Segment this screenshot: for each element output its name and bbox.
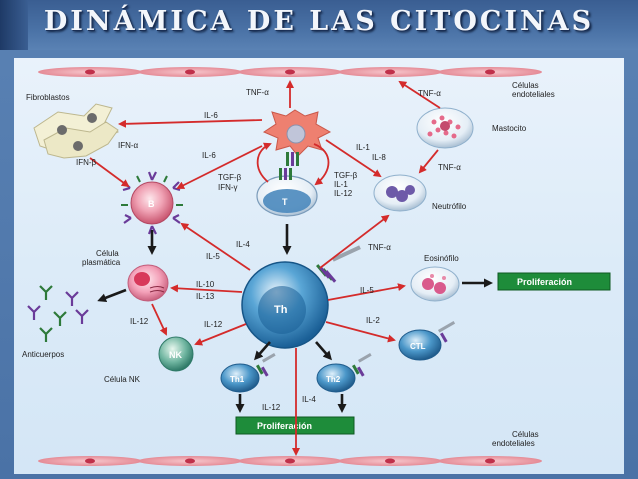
- t-cell: [256, 168, 318, 217]
- label-il6-top: IL-6: [204, 111, 218, 120]
- label-celulas-endo-bottom-2: endoteliales: [492, 439, 535, 448]
- arrow-th-th2: [315, 341, 332, 361]
- title-ribbon: [0, 0, 28, 50]
- arrow-il10-plasma: [170, 284, 243, 293]
- label-tgf-b-left: TGF-β: [218, 173, 242, 182]
- label-il6-b: IL-6: [202, 151, 216, 160]
- label-neutrofilo: Neutrófilo: [432, 202, 467, 211]
- proliferation-box-right: [497, 272, 611, 291]
- t-cell-label: T: [282, 197, 288, 207]
- th1-cell: [220, 353, 276, 393]
- antibodies: [27, 285, 89, 342]
- label-il5-b: IL-5: [206, 252, 220, 261]
- b-cell: [121, 171, 183, 235]
- arrow-tnf-neutrophil: [319, 214, 390, 269]
- label-il12-bottom: IL-12: [262, 403, 281, 412]
- page-title: DINÁMICA DE LAS CITOCINAS: [43, 6, 595, 37]
- label-fibroblastos: Fibroblastos: [26, 93, 70, 102]
- label-il12-nk: IL-12: [130, 317, 149, 326]
- plasma-cell: [127, 264, 169, 302]
- th-cell-label: Th: [274, 304, 288, 316]
- arrow-il4-b: [180, 222, 251, 271]
- arrow-plasma-antibodies: [97, 288, 127, 303]
- ctl-cell: [398, 321, 456, 361]
- fibroblasts-cells: [33, 103, 120, 159]
- label-il10: IL-10: [196, 280, 215, 289]
- title-bar: DINÁMICA DE LAS CITOCINAS: [0, 0, 638, 50]
- arrow-t-macrophage: [256, 142, 272, 183]
- endothelial-row-bottom: [38, 456, 542, 466]
- arrow-il6-b: [176, 145, 263, 189]
- label-celula-plasmatica-1: Célula: [96, 249, 119, 258]
- proliferation-right-label: Proliferación: [517, 277, 572, 287]
- label-il4-bottom: IL-4: [302, 395, 316, 404]
- ctl-cell-label: CTL: [410, 342, 426, 351]
- label-il1-right: IL-1: [334, 180, 348, 189]
- label-celula-nk: Célula NK: [104, 375, 141, 384]
- label-ifn-b: IFN-β: [76, 158, 97, 167]
- label-celulas-endo-top-2: endoteliales: [512, 90, 555, 99]
- nk-cell-label: NK: [169, 350, 182, 360]
- arrow-il2-ctl: [325, 321, 396, 343]
- label-il12-th: IL-12: [204, 320, 223, 329]
- label-anticuerpos: Anticuerpos: [22, 350, 64, 359]
- label-ifn-a: IFN-α: [118, 141, 139, 150]
- label-mastocito: Mastocito: [492, 124, 527, 133]
- label-tnf-top: TNF-α: [246, 88, 269, 97]
- arrow-macrophage-t: [313, 143, 330, 186]
- label-ifn-g: IFN-γ: [218, 183, 238, 192]
- arrow-mastocyte-neutrophil: [418, 149, 439, 174]
- label-tnf-neut: TNF-α: [438, 163, 461, 172]
- label-tnf-mast: TNF-α: [418, 89, 441, 98]
- th2-cell: [316, 353, 372, 393]
- label-il13: IL-13: [196, 292, 215, 301]
- red-arrows: [89, 80, 441, 456]
- arrow-il1-neutrophil: [325, 139, 382, 178]
- arrow-plasma-nk: [151, 303, 168, 336]
- label-celulas-endo-bottom-1: Células: [512, 430, 539, 439]
- th-cell: [241, 245, 361, 349]
- proliferation-box-bottom: [235, 416, 355, 435]
- arrow-fibroblast-b: [89, 157, 130, 188]
- label-tnf-eos: TNF-α: [368, 243, 391, 252]
- arrow-il12-nk: [194, 323, 247, 346]
- arrow-il6-fibroblasts: [118, 119, 263, 128]
- label-il5-eos: IL-5: [360, 286, 374, 295]
- endothelial-row-top: [38, 67, 542, 77]
- label-celula-plasmatica-2: plasmática: [82, 258, 121, 267]
- proliferation-bottom-label: Proliferación: [257, 421, 312, 431]
- neutrophil-cell: [373, 174, 427, 212]
- label-il4: IL-4: [236, 240, 250, 249]
- label-eosinofilo: Eosinófilo: [424, 254, 459, 263]
- label-tgf-b-right: TGF-β: [334, 171, 358, 180]
- label-il12-right: IL-12: [334, 189, 353, 198]
- th1-cell-label: Th1: [230, 375, 245, 384]
- label-il8: IL-8: [372, 153, 386, 162]
- nk-cell: [158, 336, 194, 372]
- label-celulas-endo-top-1: Células: [512, 81, 539, 90]
- th2-cell-label: Th2: [326, 375, 341, 384]
- arrow-th-th1: [254, 341, 271, 361]
- arrow-mastocyte-endothelium: [398, 80, 441, 109]
- label-il2: IL-2: [366, 316, 380, 325]
- b-cell-label: B: [148, 199, 155, 209]
- mastocyte-cell: [416, 107, 474, 149]
- macrophage-cell: [262, 109, 332, 166]
- eosinophil-cell: [410, 266, 460, 302]
- label-il1: IL-1: [356, 143, 370, 152]
- arrow-il5-eosinophil: [327, 283, 406, 301]
- black-arrows: [97, 224, 493, 413]
